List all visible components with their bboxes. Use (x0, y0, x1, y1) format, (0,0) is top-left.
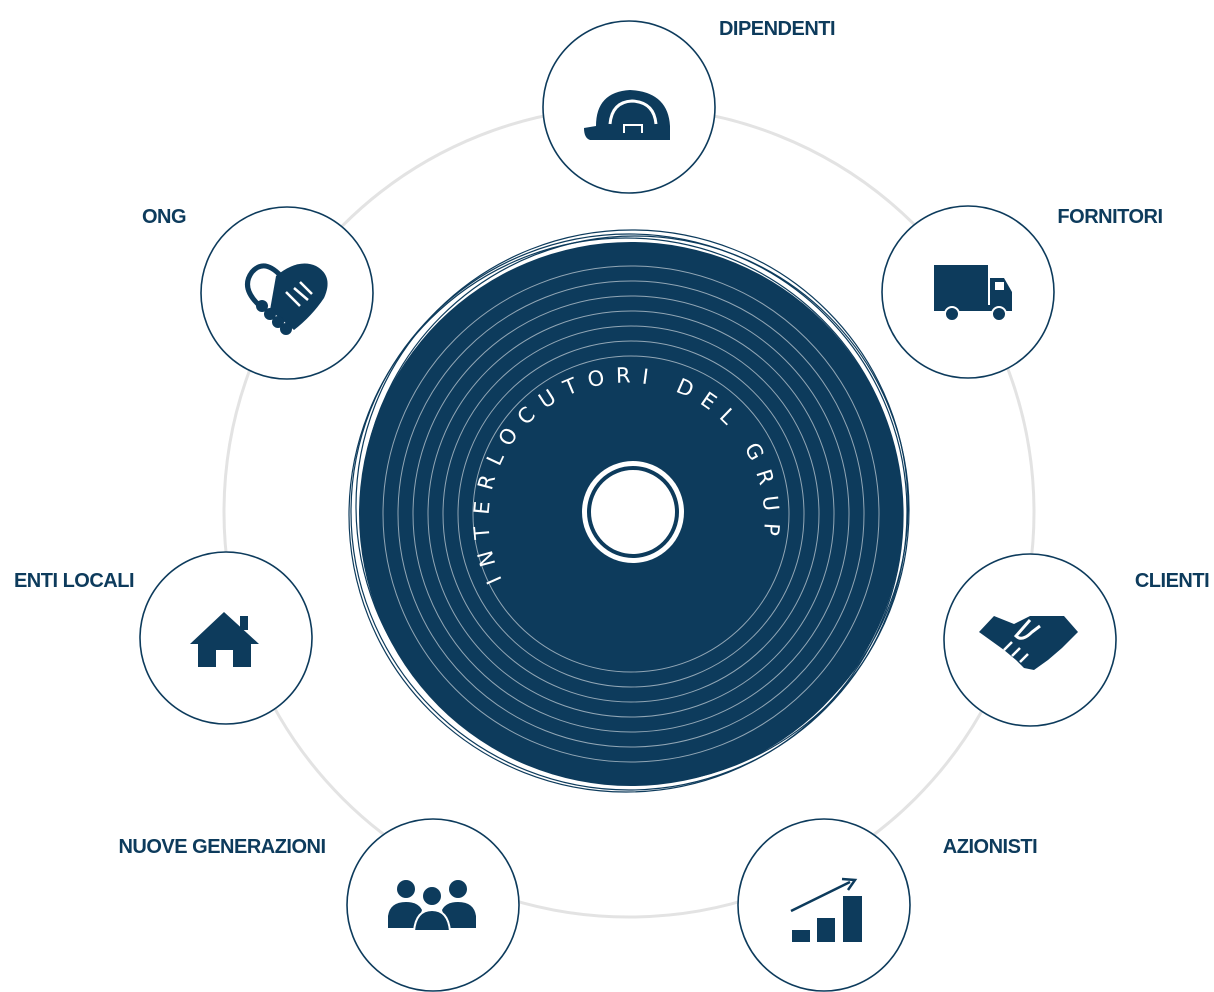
stakeholder-enti-locali[interactable]: ENTI LOCALI (14, 551, 313, 725)
house-icon (190, 612, 259, 667)
stakeholder-dipendenti[interactable]: DIPENDENTI (542, 18, 836, 194)
hard-hat-icon (584, 90, 670, 140)
heart-handshake-icon (245, 263, 328, 335)
stakeholder-enti-locali-label: ENTI LOCALI (14, 570, 134, 592)
center-disc: INTERLOCUTORI DEL GRUPPO (348, 229, 910, 793)
stakeholder-ong-label: ONG (142, 206, 186, 228)
people-group-icon (388, 880, 476, 932)
stakeholder-nuove-generazioni[interactable]: NUOVE GENERAZIONI (118, 818, 520, 992)
stakeholder-clienti-label: CLIENTI (1135, 570, 1209, 592)
stakeholder-ong[interactable]: ONG (142, 206, 374, 380)
stakeholder-fornitori[interactable]: FORNITORI (881, 205, 1163, 379)
stakeholder-azionisti[interactable]: AZIONISTI (737, 818, 1038, 992)
stakeholder-nuove-generazioni-label: NUOVE GENERAZIONI (118, 836, 325, 858)
handshake-icon (979, 616, 1078, 670)
stakeholder-dipendenti-label: DIPENDENTI (719, 18, 835, 40)
stakeholder-clienti[interactable]: CLIENTI (943, 553, 1210, 727)
center-hole (582, 461, 684, 563)
growth-chart-icon (790, 877, 862, 942)
stakeholder-fornitori-label: FORNITORI (1057, 206, 1162, 228)
truck-icon (934, 265, 1012, 322)
stakeholder-azionisti-label: AZIONISTI (943, 836, 1037, 858)
